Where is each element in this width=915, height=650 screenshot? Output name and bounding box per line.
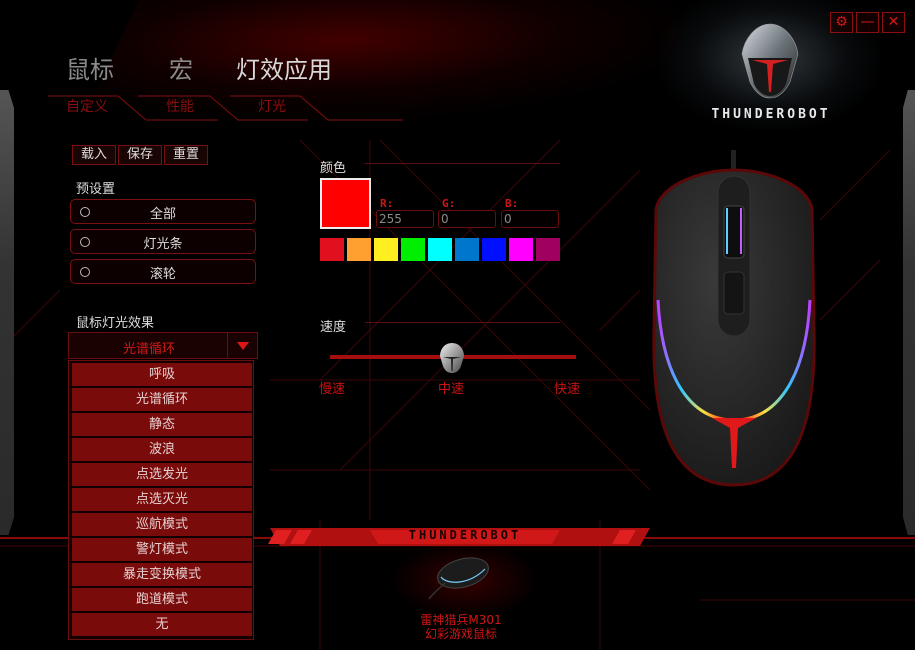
effect-option[interactable]: 警灯模式 (72, 538, 252, 561)
effect-option[interactable]: 光谱循环 (72, 388, 252, 411)
helmet-logo-icon (741, 23, 799, 99)
palette-red[interactable] (320, 238, 344, 261)
close-button[interactable]: ✕ (882, 12, 905, 33)
radio-icon (80, 207, 90, 217)
palette-yellow[interactable] (374, 238, 398, 261)
palette-green[interactable] (401, 238, 425, 261)
effect-option[interactable]: 静态 (72, 413, 252, 436)
nav-mouse[interactable]: 鼠标 (66, 56, 114, 84)
effect-option[interactable]: 暴走变换模式 (72, 563, 252, 586)
effect-option[interactable]: 点选发光 (72, 463, 252, 486)
radio-icon (80, 267, 90, 277)
window-controls: ⚙ — ✕ (830, 12, 905, 33)
chevron-down-icon[interactable] (227, 333, 257, 358)
effect-dropdown[interactable]: 光谱循环 (68, 332, 258, 359)
nav-lighting-app[interactable]: 灯效应用 (236, 56, 332, 84)
palette-cyan[interactable] (428, 238, 452, 261)
mouse-preview-image (652, 150, 816, 487)
radio-icon (80, 237, 90, 247)
b-label: B: (505, 197, 519, 210)
tab-lighting[interactable]: 灯光 (258, 99, 286, 115)
footer-logo-text: THUNDEROBOT (408, 528, 522, 542)
close-icon: ✕ (887, 14, 900, 30)
palette-purple[interactable] (536, 238, 560, 261)
load-button[interactable]: 载入 (72, 145, 116, 165)
palette-blue[interactable] (482, 238, 506, 261)
footer-banner (268, 528, 650, 546)
brand-logo-text: THUNDEROBOT (711, 107, 831, 122)
sub-tabs: 自定义 性能 灯光 (48, 92, 408, 122)
effect-option[interactable]: 跑道模式 (72, 588, 252, 611)
preset-label: 滚轮 (149, 267, 176, 282)
save-button[interactable]: 保存 (118, 145, 162, 165)
preset-label: 全部 (149, 207, 176, 222)
effect-option[interactable]: 点选灭光 (72, 488, 252, 511)
product-mouse-image[interactable] (425, 555, 495, 600)
preset-scroll-wheel[interactable]: 滚轮 (70, 259, 256, 284)
effect-options-list: 呼吸 光谱循环 静态 波浪 点选发光 点选灭光 巡航模式 警灯模式 暴走变换模式… (68, 360, 254, 640)
minimize-icon: — (860, 14, 875, 30)
speed-fast-label: 快速 (554, 382, 581, 397)
left-decor-panel (0, 90, 14, 535)
color-palette (320, 238, 560, 261)
speed-slider-knob[interactable] (439, 342, 465, 374)
palette-magenta[interactable] (509, 238, 533, 261)
gear-icon: ⚙ (835, 14, 848, 30)
current-color-swatch[interactable] (320, 178, 371, 229)
settings-button[interactable]: ⚙ (830, 12, 853, 33)
speed-slow-label: 慢速 (319, 382, 346, 397)
effect-option[interactable]: 巡航模式 (72, 513, 252, 536)
b-input[interactable]: 0 (501, 210, 559, 228)
effect-option[interactable]: 呼吸 (72, 363, 252, 386)
effect-option[interactable]: 无 (72, 613, 252, 636)
product-subtitle[interactable]: 幻彩游戏鼠标 (424, 627, 497, 641)
product-name[interactable]: 雷神猎兵M301 (420, 613, 502, 627)
palette-orange[interactable] (347, 238, 371, 261)
profile-buttons: 载入 保存 重置 (72, 145, 208, 165)
speed-label: 速度 (320, 320, 347, 335)
palette-sky-blue[interactable] (455, 238, 479, 261)
r-label: R: (380, 197, 394, 210)
tab-custom[interactable]: 自定义 (66, 99, 108, 115)
presets-label: 预设置 (76, 182, 116, 197)
effect-option[interactable]: 波浪 (72, 438, 252, 461)
effect-label: 鼠标灯光效果 (76, 316, 155, 331)
r-input[interactable]: 255 (376, 210, 434, 228)
preset-light-strip[interactable]: 灯光条 (70, 229, 256, 254)
main-nav: 鼠标 宏 灯效应用 (66, 50, 332, 85)
tab-performance[interactable]: 性能 (166, 99, 194, 115)
divider (365, 322, 560, 323)
reset-button[interactable]: 重置 (164, 145, 208, 165)
g-label: G: (442, 197, 456, 210)
preset-label: 灯光条 (143, 237, 183, 252)
sub-tab-frame (48, 95, 403, 121)
right-decor-panel (903, 90, 915, 535)
divider (365, 163, 560, 164)
g-input[interactable]: 0 (438, 210, 496, 228)
effect-selected: 光谱循环 (122, 342, 175, 357)
speed-medium-label: 中速 (438, 382, 465, 397)
minimize-button[interactable]: — (856, 12, 879, 33)
color-label: 颜色 (320, 161, 347, 176)
preset-all[interactable]: 全部 (70, 199, 256, 224)
nav-macro[interactable]: 宏 (169, 56, 193, 84)
